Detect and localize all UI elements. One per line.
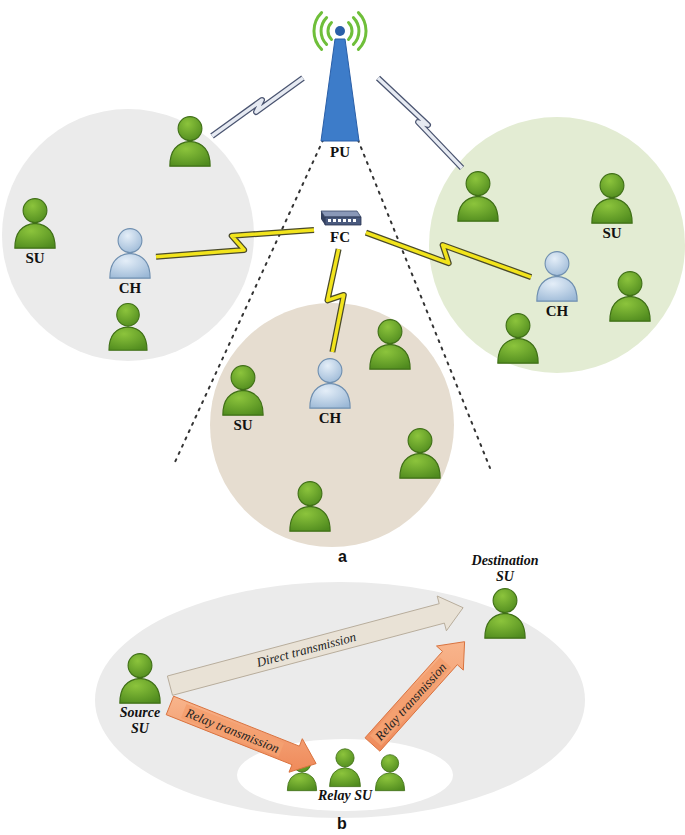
secondary-user: Relay SU xyxy=(318,746,372,804)
edge-label: Relay transmission xyxy=(370,657,451,745)
edge-label: Relay transmission xyxy=(181,704,284,757)
person-icon xyxy=(220,362,266,417)
node-label: Destination SU xyxy=(465,553,545,585)
chperson-icon xyxy=(307,355,353,410)
network-region xyxy=(95,582,585,818)
cluster-head: CH xyxy=(534,248,580,320)
transmission-arrow xyxy=(166,696,316,772)
fusion-center: FC xyxy=(317,205,363,246)
chperson-icon xyxy=(534,248,580,303)
node-label: FC xyxy=(330,229,350,246)
wireless-link xyxy=(156,230,314,257)
panel-label: b xyxy=(337,815,347,833)
node-label: Relay SU xyxy=(318,788,372,804)
su-icon xyxy=(400,429,440,479)
su-icon xyxy=(290,482,330,532)
person-icon xyxy=(327,746,363,788)
node-label: CH xyxy=(119,280,142,297)
cluster-region xyxy=(2,109,254,361)
node-label: SU xyxy=(233,417,252,434)
cluster-head: CH xyxy=(307,355,353,427)
node-label: CH xyxy=(319,410,342,427)
tower-icon xyxy=(295,2,385,144)
node-label: Source SU xyxy=(112,705,168,737)
person-icon xyxy=(482,585,528,640)
secondary-user: Destination SU xyxy=(465,553,545,640)
person-icon xyxy=(589,170,635,225)
transmission-arrow xyxy=(365,642,465,752)
secondary-user: Source SU xyxy=(112,650,168,737)
su-icon xyxy=(109,303,147,350)
primary-user: PU xyxy=(295,2,385,161)
cluster-region xyxy=(429,117,685,373)
wireless-link xyxy=(366,233,531,278)
coverage-line xyxy=(175,125,330,462)
node-label: SU xyxy=(602,225,621,242)
su-icon xyxy=(375,755,404,791)
su-icon xyxy=(370,320,410,370)
wireless-link xyxy=(328,249,344,352)
person-icon xyxy=(117,650,163,705)
su-icon xyxy=(610,272,650,322)
node-label: CH xyxy=(546,303,569,320)
panel-label: a xyxy=(338,548,347,566)
person-icon xyxy=(12,195,58,250)
su-icon xyxy=(170,117,210,167)
su-icon xyxy=(498,314,538,364)
su-icon xyxy=(458,172,498,222)
router-icon xyxy=(317,205,363,229)
chperson-icon xyxy=(107,225,153,280)
secondary-user: SU xyxy=(12,195,58,267)
secondary-user: SU xyxy=(589,170,635,242)
cluster-head: CH xyxy=(107,225,153,297)
node-label: PU xyxy=(330,144,350,161)
edge-label: Direct transmission xyxy=(252,628,361,670)
node-label: SU xyxy=(25,250,44,267)
secondary-user: SU xyxy=(220,362,266,434)
